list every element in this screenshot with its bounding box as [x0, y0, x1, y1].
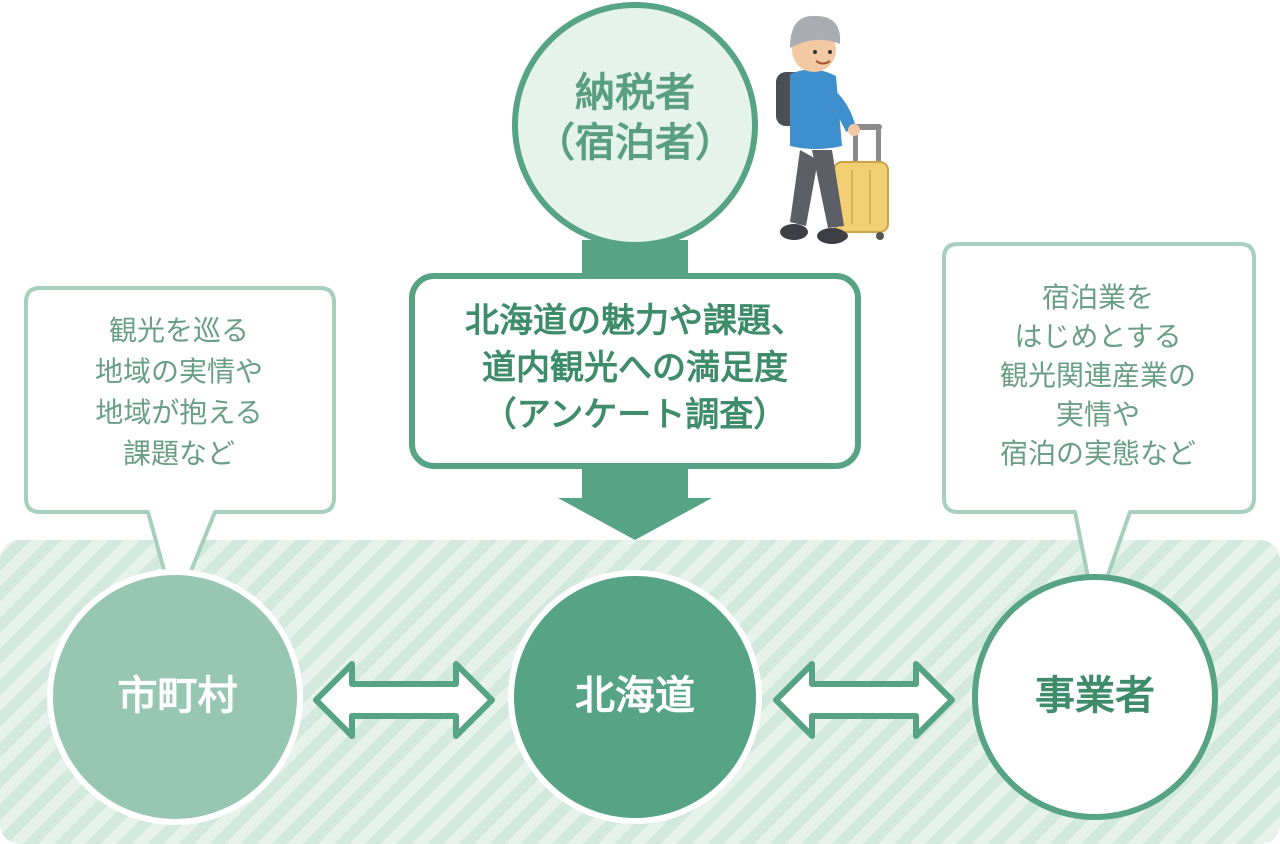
business-bubble-text: 宿泊業を はじめとする 観光関連産業の 実情や 宿泊の実態など [943, 278, 1253, 473]
business-circle [972, 574, 1218, 820]
bubble-line: 地域の実情や [94, 355, 263, 388]
business-label: 事業者 [1035, 673, 1155, 719]
bubble-line: はじめとする [1014, 320, 1182, 353]
double-arrow-icon [773, 661, 955, 739]
municipality-bubble-text: 観光を巡る 地域の実情や 地域が抱える 課題など [24, 310, 334, 474]
taxpayer-label: 納税者 （宿泊者） [510, 68, 760, 168]
hokkaido-circle [508, 570, 762, 824]
hokkaido-label: 北海道 [575, 673, 695, 719]
bubble-line: 観光関連産業の [999, 359, 1196, 392]
survey-line: 道内観光への満足度 [482, 348, 788, 388]
bubble-line: 宿泊の実態など [999, 437, 1196, 470]
bubble-line: 観光を巡る [108, 314, 249, 347]
survey-line: （アンケート調査） [482, 395, 788, 435]
survey-label: 北海道の魅力や課題、 道内観光への満足度 （アンケート調査） [410, 298, 860, 439]
taxpayer-circle [512, 2, 758, 248]
bubble-line: 課題など [122, 437, 235, 470]
survey-box [409, 273, 861, 469]
bubble-line: 地域が抱える [95, 396, 263, 429]
municipality-speech-bubble [24, 286, 336, 612]
bubble-line: 実情や [1055, 398, 1140, 431]
double-arrow-icon [313, 661, 495, 739]
business-speech-bubble [942, 242, 1256, 614]
taxpayer-line: 納税者 [575, 70, 695, 116]
taxpayer-line: （宿泊者） [535, 120, 735, 166]
survey-line: 北海道の魅力や課題、 [465, 301, 805, 341]
bubble-line: 宿泊業を [1041, 281, 1154, 314]
municipality-label: 市町村 [117, 673, 238, 719]
municipality-circle [47, 569, 303, 825]
traveler-with-suitcase-icon [776, 15, 889, 244]
